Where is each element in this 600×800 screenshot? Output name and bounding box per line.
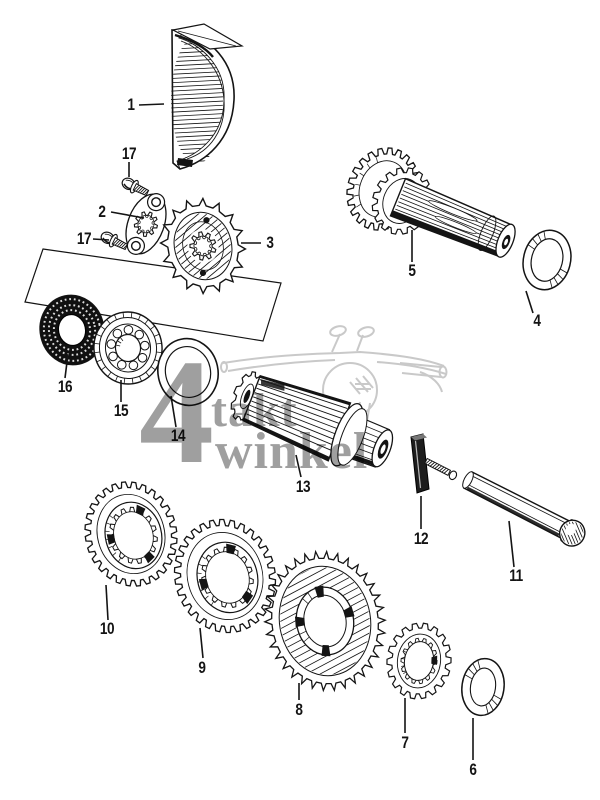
callout-part-10: 10: [99, 619, 115, 638]
watermark-word-bottom: winkel: [215, 423, 369, 480]
part-1-sprocket-cover: [171, 23, 244, 170]
callout-leader-lines: [64, 103, 534, 760]
part-13-main-shaft: [230, 371, 394, 468]
callout-part-11: 11: [509, 566, 523, 585]
callout-part-2: 2: [98, 202, 106, 221]
part-17-bolt-upper: [121, 177, 150, 197]
part-7-gear-small: [386, 622, 452, 700]
callout-part-6: 6: [469, 760, 477, 779]
part-14-washer-ring: [157, 337, 219, 407]
watermark-word-top: takt: [211, 384, 298, 437]
part-8-gear-large: [263, 549, 387, 693]
callout-part-14: 14: [170, 426, 186, 445]
part-17-bolt-lower: [100, 231, 129, 251]
callout-part-4: 4: [533, 311, 541, 330]
part-2-retainer-plate: [125, 193, 167, 255]
watermark-numeral: 4: [139, 329, 214, 495]
callout-part-12: 12: [413, 529, 429, 548]
callout-part-17-lower: 17: [76, 229, 92, 248]
callout-part-13: 13: [295, 477, 311, 496]
callout-part-5: 5: [408, 261, 416, 280]
part-15-ball-bearing: [93, 311, 163, 385]
callout-part-15: 15: [113, 401, 129, 420]
part-16-oil-seal: [39, 294, 105, 366]
callout-part-1: 1: [127, 95, 135, 114]
part-4-washer-ring: [522, 229, 572, 291]
callout-part-8: 8: [295, 700, 303, 719]
callout-part-9: 9: [198, 658, 206, 677]
part-11-rod: [462, 471, 588, 549]
callout-part-3: 3: [266, 233, 274, 252]
part-6-washer: [461, 657, 505, 717]
callout-part-17-upper: 17: [121, 144, 137, 163]
part-9-gear: [173, 518, 277, 634]
callout-part-16: 16: [57, 377, 73, 396]
part-5-countershaft: [346, 147, 516, 258]
callout-part-7: 7: [401, 733, 409, 752]
part-12-t-stud: [410, 433, 458, 494]
part-10-gear: [84, 481, 178, 587]
